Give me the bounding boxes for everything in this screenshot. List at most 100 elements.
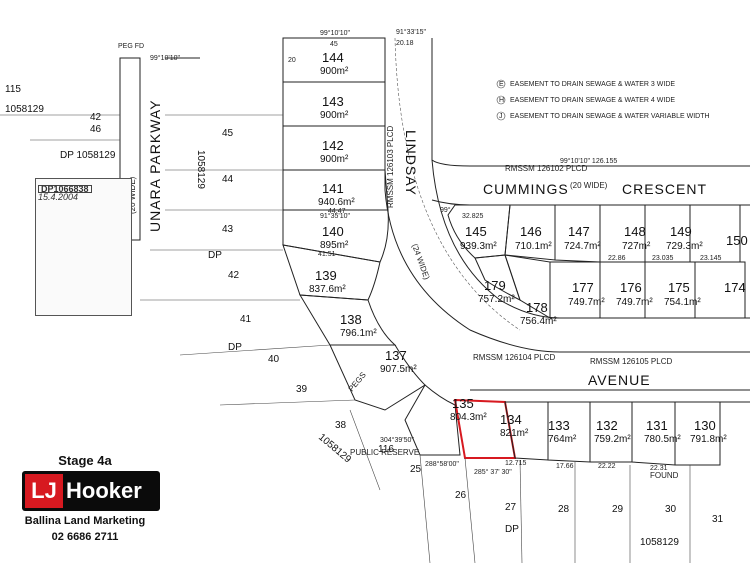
dim-12: 22.86 bbox=[608, 255, 626, 262]
lot-141-area: 940.6m² bbox=[318, 197, 355, 208]
lot-137-number: 137 bbox=[385, 348, 407, 363]
old-lot-26: 26 bbox=[455, 490, 467, 501]
dim-20: 288°58'00" bbox=[425, 460, 459, 468]
legend-item-j: EASEMENT TO DRAIN SEWAGE & WATER VARIABL… bbox=[510, 113, 710, 120]
dim-9: 41.51 bbox=[318, 251, 336, 258]
public-reserve-label: PUBLIC RESERVE bbox=[350, 448, 419, 457]
dim-23: PEG FD bbox=[118, 43, 144, 50]
old-lot-27: 27 bbox=[505, 502, 517, 513]
lot-139-area: 837.6m² bbox=[309, 284, 346, 295]
lot-148-area: 727m² bbox=[622, 241, 651, 252]
lot-133-area: 764m² bbox=[548, 434, 577, 445]
dim-5: 45 bbox=[330, 41, 338, 48]
rmssm-126105: RMSSM 126105 PLCD bbox=[590, 357, 672, 366]
lot-131-area: 780.5m² bbox=[644, 434, 681, 445]
rmssm-126102: RMSSM 126102 PLCD bbox=[505, 164, 587, 173]
lot-135-number: 135 bbox=[452, 396, 474, 411]
lot-177-area: 749.7m² bbox=[568, 297, 605, 308]
pegs-label: PEGS bbox=[347, 370, 368, 393]
old-lot-45: 45 bbox=[222, 128, 234, 139]
old-lot-44: 44 bbox=[222, 174, 234, 185]
lot-132-number: 132 bbox=[596, 418, 618, 433]
street-unara-parkway: UNARA PARKWAY bbox=[147, 99, 163, 232]
lot-175-area: 754.1m² bbox=[664, 297, 701, 308]
dim-22: 99°10'10" bbox=[150, 54, 180, 62]
legend-key-j: J bbox=[499, 113, 503, 120]
lot-143-area: 900m² bbox=[320, 110, 349, 121]
old-lot-116: 116 bbox=[378, 444, 394, 455]
dim-10: 32.825 bbox=[462, 213, 484, 220]
dim-15: 12.715 bbox=[505, 460, 527, 467]
dim-8: 91°35'10" bbox=[320, 212, 350, 220]
dim-7: 44.47 bbox=[328, 208, 346, 215]
lot-149-area: 729.3m² bbox=[666, 241, 703, 252]
dim-16: 22.22 bbox=[598, 463, 616, 470]
lot-179-number: 179 bbox=[484, 278, 506, 293]
street-labels: LINDSAY (24 WIDE) CUMMINGS (20 WIDE) CRE… bbox=[128, 99, 706, 388]
lot-labels: 144 900m² 143 900m² 142 900m² 141 940.6m… bbox=[309, 50, 748, 445]
dim-4: 99°10'10" 126.155 bbox=[560, 157, 617, 165]
dp-bottom-label: DP bbox=[505, 524, 519, 535]
lot-176-area: 749.7m² bbox=[616, 297, 653, 308]
easement-legend: E EASEMENT TO DRAIN SEWAGE & WATER 3 WID… bbox=[496, 79, 710, 121]
lot-138-number: 138 bbox=[340, 312, 362, 327]
legend-item-e: EASEMENT TO DRAIN SEWAGE & WATER 3 WIDE bbox=[510, 81, 675, 88]
street-cummings: CUMMINGS bbox=[483, 181, 569, 197]
street-lindsay: LINDSAY bbox=[403, 130, 419, 196]
lot-146-number: 146 bbox=[520, 224, 542, 239]
existing-lot-labels: 115 1058129 46 42 DP 1058129 45 44 43 42… bbox=[5, 84, 724, 548]
lot-142-number: 142 bbox=[322, 138, 344, 153]
dim-2: 20.18 bbox=[396, 40, 414, 47]
dim-17: 22.31 bbox=[650, 465, 668, 472]
old-lot-40: 40 bbox=[268, 354, 280, 365]
dp-1058129-left: 1058129 bbox=[195, 150, 206, 189]
street-parkway-width: (20 WIDE) bbox=[128, 176, 137, 214]
lot-130-area: 791.8m² bbox=[690, 434, 727, 445]
lot-138-area: 796.1m² bbox=[340, 328, 377, 339]
dim-3: 91°33'15" bbox=[396, 28, 426, 36]
dim-13: 23.035 bbox=[652, 255, 674, 262]
lot-132-area: 759.2m² bbox=[594, 434, 631, 445]
registration-certificate: DP1066838 15.4.2004 bbox=[35, 178, 132, 316]
old-lot-25: 25 bbox=[410, 464, 422, 475]
dim-14: 23.145 bbox=[700, 255, 722, 262]
lj-hooker-logo: LJ Hooker bbox=[22, 471, 160, 511]
old-lot-42: 42 bbox=[228, 270, 240, 281]
legend-key-e: E bbox=[499, 81, 504, 88]
lot-130-number: 130 bbox=[694, 418, 716, 433]
lot-145-area: 939.3m² bbox=[460, 241, 497, 252]
old-lot-31: 31 bbox=[712, 514, 724, 525]
lot-115-dp: 1058129 bbox=[5, 104, 44, 115]
lot-147-area: 724.7m² bbox=[564, 241, 601, 252]
old-lot-38: 38 bbox=[335, 420, 347, 431]
lot-137-area: 907.5m² bbox=[380, 364, 417, 375]
lot-178-number: 178 bbox=[526, 300, 548, 315]
dim-21: 304°39'50" bbox=[380, 436, 414, 444]
plan-references: RMSSM 126103 PLCD RMSSM 126102 PLCD RMSS… bbox=[386, 126, 672, 366]
lot-150-number: 150 bbox=[726, 233, 748, 248]
old-lot-28: 28 bbox=[558, 504, 570, 515]
branding-block: Stage 4a LJ Hooker Ballina Land Marketin… bbox=[0, 453, 170, 563]
lot-131-number: 131 bbox=[646, 418, 668, 433]
lot-149-number: 149 bbox=[670, 224, 692, 239]
lot-144-area: 900m² bbox=[320, 66, 349, 77]
lots-west bbox=[282, 37, 750, 466]
dim-11: 99° bbox=[440, 206, 451, 214]
dimension-labels: 99°10'10" 20.18 91°33'15" 99°10'10" 126.… bbox=[118, 28, 722, 476]
lots-east bbox=[447, 204, 746, 319]
lot-147-number: 147 bbox=[568, 224, 590, 239]
certificate-dp-number: DP1066838 bbox=[38, 185, 92, 194]
old-lot-29: 29 bbox=[612, 504, 624, 515]
lot-144-number: 144 bbox=[322, 50, 344, 65]
lot-134-number: 134 bbox=[500, 412, 522, 427]
dp-1058129-top: DP 1058129 bbox=[60, 150, 116, 161]
dp-1058129-bottom: 1058129 bbox=[640, 537, 679, 548]
lot-176-number: 176 bbox=[620, 280, 642, 295]
lot-135-area: 804.3m² bbox=[450, 412, 487, 423]
street-avenue: AVENUE bbox=[588, 372, 651, 388]
dim-6: 20 bbox=[288, 57, 296, 64]
company-phone: 02 6686 2711 bbox=[51, 531, 119, 543]
company-name: Ballina Land Marketing bbox=[24, 515, 146, 527]
lot-177-number: 177 bbox=[572, 280, 594, 295]
